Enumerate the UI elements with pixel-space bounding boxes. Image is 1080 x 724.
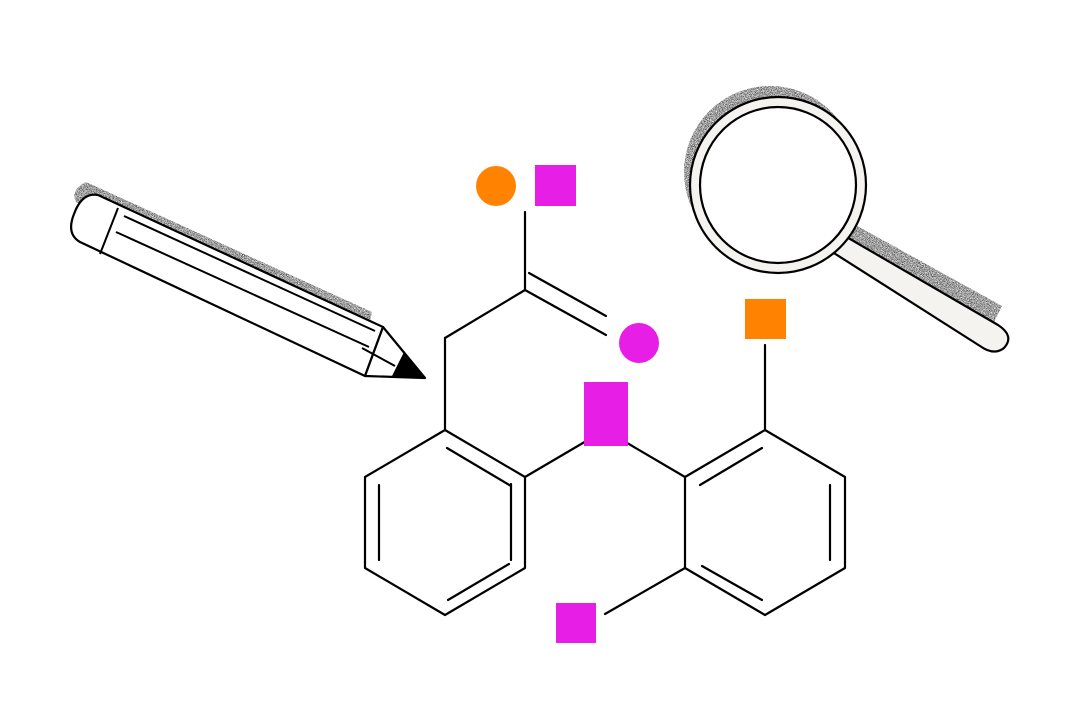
magenta-square-marker-top [535, 165, 576, 206]
pencil-body [69, 193, 385, 378]
left-ring-double-bond-1 [445, 446, 513, 488]
pencil-cone-edge [361, 347, 396, 367]
atom-markers [476, 165, 786, 643]
magnifying-glass-icon [684, 86, 1010, 353]
pencil-facet-line-1 [123, 215, 376, 332]
orange-square-marker [745, 299, 786, 339]
orange-circle-marker [476, 166, 516, 206]
magnifier-lens [698, 105, 858, 265]
right-ring-double-bond-1 [698, 446, 764, 487]
bond-ch2-carbon [443, 288, 527, 340]
pencil-ferrule-line [99, 207, 119, 255]
right-benzene-ring [683, 428, 847, 617]
bond-carbon-o-outer [523, 288, 608, 337]
magenta-rect-marker-nh [584, 382, 628, 446]
pencil-facet-line-2 [115, 231, 370, 348]
molecule-structure [363, 210, 847, 617]
pencil-lead [392, 352, 425, 378]
bond-ring-cl-bottom [603, 566, 687, 616]
bond-carbon-o-inner [527, 271, 608, 318]
magenta-circle-marker [619, 323, 659, 363]
magnifier-handle [824, 230, 1010, 353]
magenta-square-marker-bottom [556, 603, 596, 643]
left-benzene-ring [363, 428, 527, 617]
pencil-icon [69, 182, 427, 380]
right-ring-double-bond-3 [700, 564, 764, 602]
left-ring-double-bond-5 [446, 562, 511, 602]
